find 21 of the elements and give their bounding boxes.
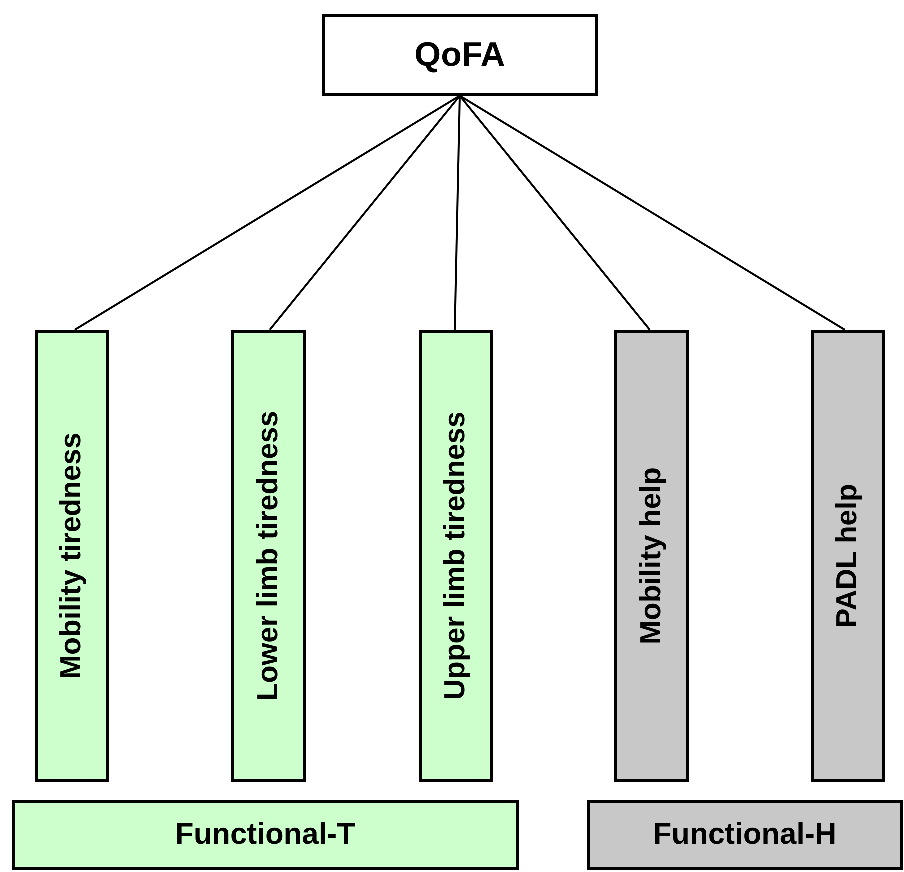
bar-label: Lower limb tiredness bbox=[252, 410, 285, 702]
bar-label: Mobility tiredness bbox=[56, 432, 88, 680]
connector-line bbox=[459, 95, 846, 331]
box-label: Functional-H bbox=[653, 818, 837, 852]
root-box bbox=[322, 14, 598, 96]
connector-line bbox=[454, 96, 461, 330]
group-box bbox=[587, 800, 903, 870]
box-label: QoFA bbox=[414, 36, 506, 74]
bar-label: Mobility help bbox=[635, 467, 668, 645]
connector-line bbox=[74, 95, 461, 331]
factor-bar bbox=[231, 330, 306, 782]
factor-bar bbox=[419, 330, 493, 782]
factor-bar bbox=[811, 330, 885, 782]
factor-bar bbox=[35, 330, 109, 782]
connector-line bbox=[459, 95, 651, 331]
bar-label: PADL help bbox=[832, 484, 864, 628]
bar-label: Upper limb tiredness bbox=[440, 412, 472, 700]
factor-bar bbox=[614, 330, 689, 782]
connector-line bbox=[269, 95, 461, 331]
group-box bbox=[12, 800, 519, 870]
box-label: Functional-T bbox=[176, 818, 356, 852]
